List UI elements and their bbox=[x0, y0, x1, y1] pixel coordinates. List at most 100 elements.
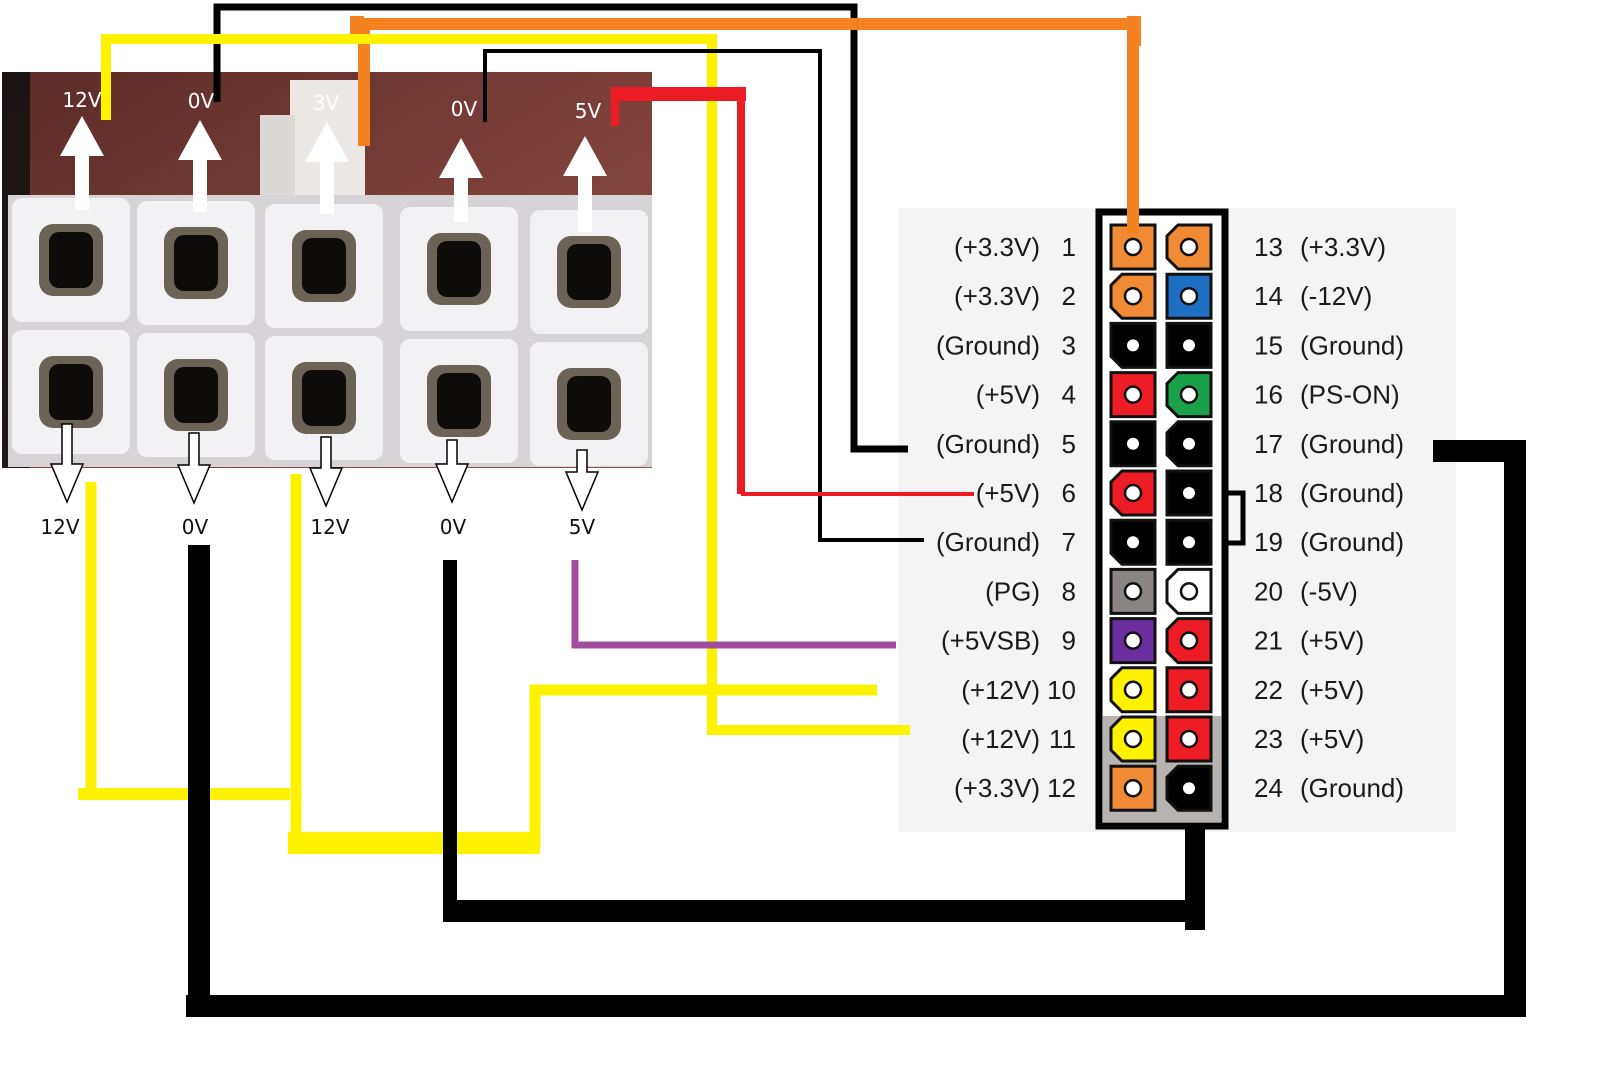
pin-number-label: 13 bbox=[1254, 232, 1283, 262]
up-arrow-icon bbox=[305, 122, 349, 214]
atx-pin-10 bbox=[1109, 666, 1157, 714]
pin-signal-label: (-12V) bbox=[1300, 281, 1372, 311]
pin-signal-label: (Ground) bbox=[936, 330, 1040, 360]
atx-pin-4 bbox=[1109, 371, 1157, 419]
pin-number-label: 3 bbox=[1062, 330, 1076, 360]
top-label-2: 0V bbox=[188, 89, 215, 113]
pin-signal-label: (+5VSB) bbox=[941, 626, 1040, 656]
top-label-5: 5V bbox=[575, 99, 602, 123]
top-label-1: 12V bbox=[62, 88, 101, 112]
down-arrow-icon bbox=[434, 439, 470, 504]
atx-pins bbox=[1109, 223, 1213, 812]
up-arrow-icon bbox=[60, 116, 104, 210]
pin-signal-label: (Ground) bbox=[1300, 527, 1404, 557]
pin-signal-label: (PG) bbox=[985, 576, 1040, 606]
up-arrow-icon bbox=[439, 138, 483, 222]
pin-cavity bbox=[12, 198, 130, 322]
pin-number-label: 10 bbox=[1047, 675, 1076, 705]
pin-cavities bbox=[12, 198, 648, 466]
atx-pin-1 bbox=[1109, 223, 1157, 271]
atx-pin-9 bbox=[1109, 617, 1157, 665]
pin-signal-label: (Ground) bbox=[1300, 478, 1404, 508]
pin-cavity bbox=[12, 330, 130, 454]
pin-signal-label: (+5V) bbox=[1300, 675, 1364, 705]
atx-pin-21 bbox=[1165, 617, 1213, 665]
pin-number-label: 20 bbox=[1254, 576, 1283, 606]
pin-cavity bbox=[265, 204, 383, 328]
atx-pin-2 bbox=[1109, 272, 1157, 320]
pin-number-label: 11 bbox=[1049, 724, 1076, 754]
pin-signal-label: (Ground) bbox=[1300, 429, 1404, 459]
atx-pin-17 bbox=[1165, 420, 1213, 468]
atx-pin-labels: (+3.3V)1(+3.3V)2(Ground)3(+5V)4(Ground)5… bbox=[936, 232, 1404, 803]
atx-pin-20 bbox=[1165, 567, 1213, 615]
top-label-3: 3V bbox=[313, 91, 340, 115]
bottom-label-3: 12V bbox=[310, 515, 349, 539]
pin-signal-label: (Ground) bbox=[936, 527, 1040, 557]
pin-signal-label: (+3.3V) bbox=[954, 281, 1040, 311]
pin-number-label: 24 bbox=[1254, 773, 1283, 803]
pin-number-label: 19 bbox=[1254, 527, 1283, 557]
pin-cavity bbox=[265, 336, 383, 460]
atx-24pin-connector: (+3.3V)1(+3.3V)2(Ground)3(+5V)4(Ground)5… bbox=[898, 208, 1456, 832]
bottom-arrows bbox=[49, 423, 600, 512]
atx-latch bbox=[1228, 490, 1246, 546]
atx-pin-14 bbox=[1165, 272, 1213, 320]
atx-pin-19 bbox=[1165, 518, 1213, 566]
top-arrows bbox=[60, 116, 607, 232]
pin-cavity bbox=[400, 207, 518, 331]
pin-signal-label: (PS-ON) bbox=[1300, 380, 1400, 410]
pin-signal-label: (+5V) bbox=[1300, 724, 1364, 754]
wire-yellow-top-to-pin11 bbox=[101, 34, 910, 735]
atx-pin-3 bbox=[1109, 321, 1157, 369]
atx-pin-6 bbox=[1109, 469, 1157, 517]
bottom-label-4: 0V bbox=[440, 515, 467, 539]
atx-pin-18 bbox=[1165, 469, 1213, 517]
pin-number-label: 21 bbox=[1254, 626, 1283, 656]
pin-cavity bbox=[530, 210, 648, 334]
pin-signal-label: (+3.3V) bbox=[954, 773, 1040, 803]
pin-signal-label: (+3.3V) bbox=[1300, 232, 1386, 262]
down-arrow-icon bbox=[176, 432, 212, 505]
pin-number-label: 18 bbox=[1254, 478, 1283, 508]
pin-cavity bbox=[400, 339, 518, 463]
up-arrow-icon bbox=[563, 136, 607, 232]
pin-cavity bbox=[137, 201, 255, 325]
pin-signal-label: (+5V) bbox=[976, 478, 1040, 508]
pin-signal-label: (+12V) bbox=[961, 724, 1040, 754]
pin-number-label: 6 bbox=[1062, 478, 1076, 508]
top-label-4: 0V bbox=[451, 97, 478, 121]
wire-black-second-to-pin7 bbox=[483, 49, 924, 542]
atx-pin-24 bbox=[1165, 764, 1213, 812]
pin-signal-label: (+5V) bbox=[1300, 626, 1364, 656]
atx-pin-15 bbox=[1165, 321, 1213, 369]
bottom-label-1: 12V bbox=[40, 515, 79, 539]
wires bbox=[78, 3, 1526, 1017]
pin-number-label: 1 bbox=[1062, 232, 1076, 262]
pin-signal-label: (Ground) bbox=[936, 429, 1040, 459]
pin-number-label: 23 bbox=[1254, 724, 1283, 754]
pin-number-label: 17 bbox=[1254, 429, 1283, 459]
atx-pin-7 bbox=[1109, 518, 1157, 566]
atx-pin-22 bbox=[1165, 666, 1213, 714]
pin-number-label: 7 bbox=[1062, 527, 1076, 557]
wire-purple-to-pin9 bbox=[571, 560, 896, 649]
pin-number-label: 4 bbox=[1062, 380, 1076, 410]
pin-number-label: 16 bbox=[1254, 380, 1283, 410]
down-arrow-icon bbox=[308, 436, 344, 508]
bottom-label-5: 5V bbox=[569, 515, 596, 539]
atx-pin-11 bbox=[1109, 715, 1157, 763]
atx-pin-16 bbox=[1165, 371, 1213, 419]
pin-signal-label: (Ground) bbox=[1300, 330, 1404, 360]
down-arrow-icon bbox=[564, 449, 600, 512]
pin-number-label: 9 bbox=[1062, 626, 1076, 656]
pin-signal-label: (-5V) bbox=[1300, 576, 1358, 606]
down-arrow-icon bbox=[49, 423, 85, 504]
pin-signal-label: (+12V) bbox=[961, 675, 1040, 705]
atx-pin-5 bbox=[1109, 420, 1157, 468]
bottom-label-2: 0V bbox=[182, 515, 209, 539]
pin-number-label: 22 bbox=[1254, 675, 1283, 705]
pin-number-label: 12 bbox=[1047, 773, 1076, 803]
pin-cavity bbox=[530, 342, 648, 466]
